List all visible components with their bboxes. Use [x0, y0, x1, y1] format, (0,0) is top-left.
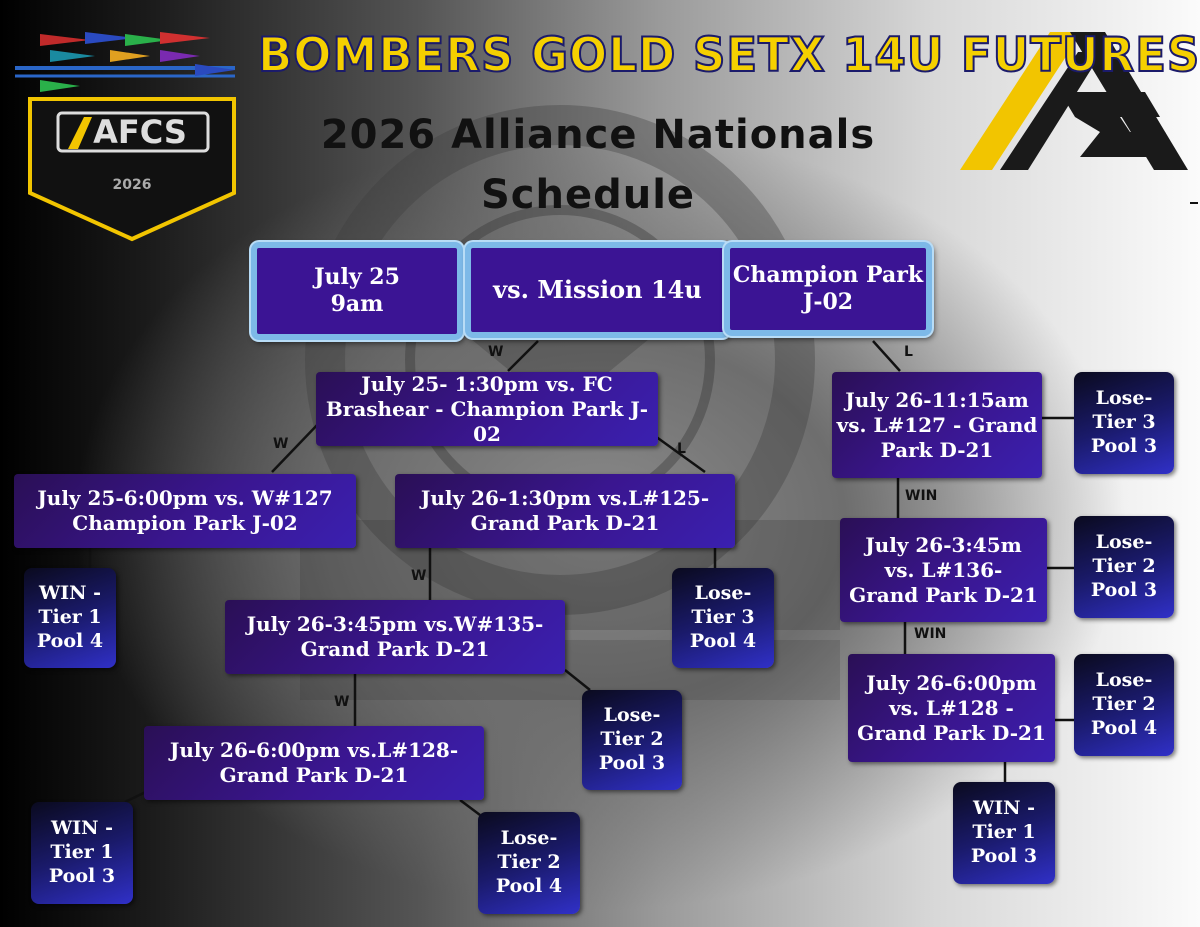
afcs-badge: AFCS 2026	[28, 97, 236, 242]
outcome-ww-win: WIN - Tier 1 Pool 4	[24, 568, 116, 668]
game-l3: July 26-6:00pm vs. L#128 - Grand Park D-…	[848, 654, 1055, 762]
outcome-wlww-win: WIN - Tier 1 Pool 3	[31, 802, 133, 904]
event-title: 2026 Alliance Nationals	[320, 112, 876, 158]
outcome-wlw-lose: Lose- Tier 2 Pool 3	[582, 690, 682, 790]
game-wlww: July 26-6:00pm vs.L#128- Grand Park D-21	[144, 726, 484, 800]
label-w: W	[411, 568, 427, 584]
opener-field: Champion Park J-02	[724, 242, 932, 336]
label-w: W	[273, 436, 289, 452]
badge-year: 2026	[113, 177, 152, 193]
opener-date-time: July 25 9am	[251, 242, 463, 340]
league-pennants-logo	[15, 32, 235, 92]
schedule-title: Schedule	[480, 172, 696, 218]
game-ww: July 25-6:00pm vs. W#127 Champion Park J…	[14, 474, 356, 548]
game-l1: July 26-11:15am vs. L#127 - Grand Park D…	[832, 372, 1042, 478]
game-l2: July 26-3:45m vs. L#136- Grand Park D-21	[840, 518, 1047, 622]
outcome-l3-lose: Lose- Tier 2 Pool 4	[1074, 654, 1174, 756]
label-w: W	[488, 344, 504, 360]
opener-opponent: vs. Mission 14u	[465, 242, 730, 338]
outcome-wlww-lose: Lose- Tier 2 Pool 4	[478, 812, 580, 914]
outcome-l1-lose: Lose- Tier 3 Pool 3	[1074, 372, 1174, 474]
academy-logo	[960, 32, 1188, 170]
outcome-wl-lose: Lose- Tier 3 Pool 4	[672, 568, 774, 668]
label-l: L	[904, 344, 913, 360]
label-win: WIN	[905, 488, 938, 504]
outcome-l2-lose: Lose- Tier 2 Pool 3	[1074, 516, 1174, 618]
game-wlw: July 26-3:45pm vs.W#135- Grand Park D-21	[225, 600, 565, 674]
label-w: W	[334, 694, 350, 710]
outcome-l3-win: WIN - Tier 1 Pool 3	[953, 782, 1055, 884]
afcs-acronym: AFCS	[93, 113, 187, 151]
label-win: WIN	[914, 626, 947, 642]
edge-dash	[1190, 202, 1198, 204]
game-wl: July 26-1:30pm vs.L#125- Grand Park D-21	[395, 474, 735, 548]
game-w1: July 25- 1:30pm vs. FC Brashear - Champi…	[316, 372, 658, 446]
label-l: L	[677, 441, 686, 457]
